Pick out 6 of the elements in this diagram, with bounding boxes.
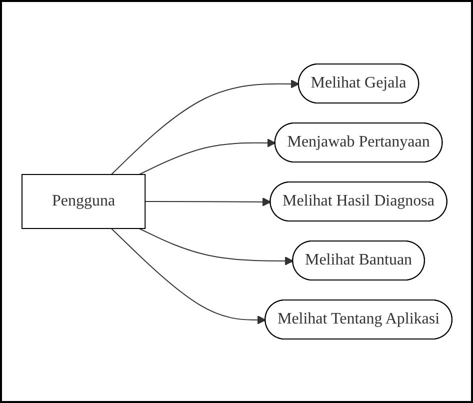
arrow: [138, 138, 276, 175]
arrow: [110, 228, 266, 324]
arrow: [110, 80, 299, 175]
arrow: [138, 228, 294, 266]
arrow: [144, 198, 271, 206]
node-box: Pengguna: [21, 174, 146, 229]
